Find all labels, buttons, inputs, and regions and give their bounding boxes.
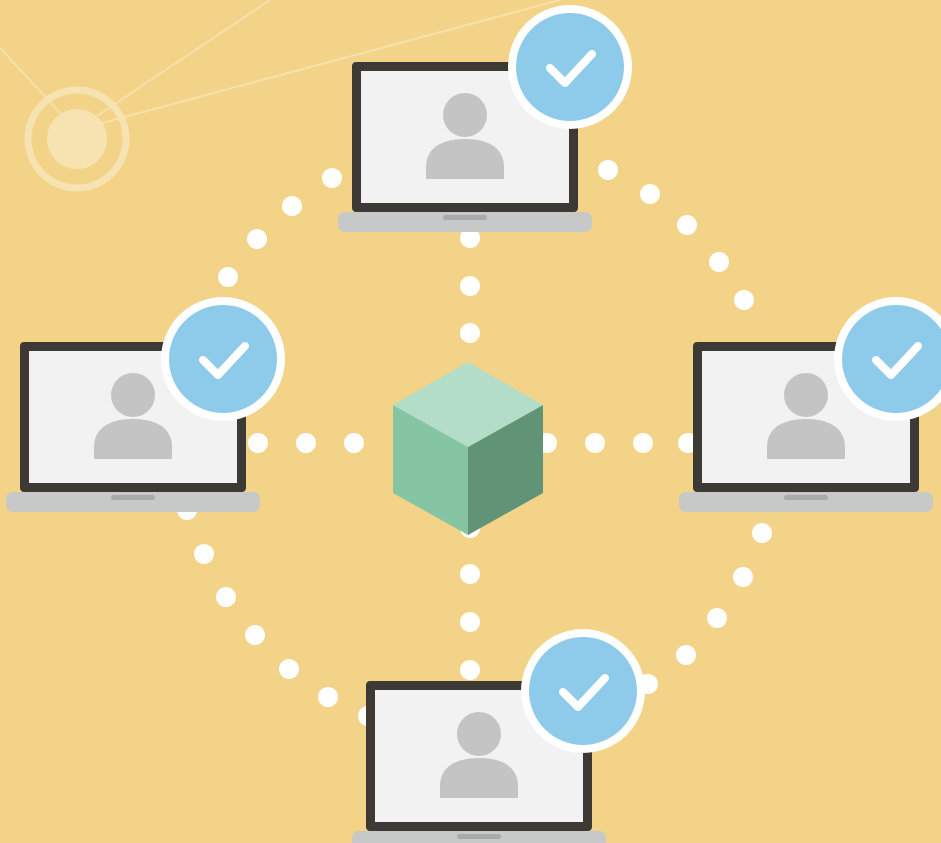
check-mark-icon bbox=[546, 50, 596, 87]
user-head bbox=[457, 712, 501, 756]
connection-dot bbox=[707, 608, 727, 628]
connection-dot bbox=[598, 160, 618, 180]
connection-dot bbox=[460, 228, 480, 248]
connection-dot bbox=[318, 687, 338, 707]
connection-dot bbox=[640, 184, 660, 204]
connection-dot bbox=[248, 433, 268, 453]
connection-dot bbox=[279, 659, 299, 679]
laptop-base bbox=[6, 492, 260, 512]
check-circle-icon bbox=[521, 629, 645, 753]
user-avatar-icon bbox=[426, 93, 504, 179]
connection-dot bbox=[460, 612, 480, 632]
connection-dot bbox=[460, 660, 480, 680]
laptop-notch bbox=[784, 495, 828, 500]
laptop-notch bbox=[443, 215, 487, 220]
check-badge-fill bbox=[842, 305, 941, 413]
connection-dot bbox=[322, 168, 342, 188]
user-body bbox=[426, 139, 504, 179]
laptop-notch bbox=[457, 834, 501, 839]
connection-dot bbox=[733, 567, 753, 587]
connection-dot bbox=[245, 625, 265, 645]
cube-left-face bbox=[393, 405, 468, 535]
laptop-notch bbox=[111, 495, 155, 500]
network-node-ring bbox=[24, 86, 130, 192]
connection-dot bbox=[216, 587, 236, 607]
connection-dot bbox=[194, 544, 214, 564]
check-badge-fill bbox=[169, 305, 277, 413]
connection-dot bbox=[709, 252, 729, 272]
user-head bbox=[443, 93, 487, 137]
cube-right-face bbox=[468, 405, 543, 535]
peer-laptop-right bbox=[679, 297, 941, 512]
user-body bbox=[767, 419, 845, 459]
check-badge-fill bbox=[516, 13, 624, 121]
connection-dot bbox=[585, 433, 605, 453]
connection-dot bbox=[460, 276, 480, 296]
user-avatar-icon bbox=[94, 373, 172, 459]
user-avatar-icon bbox=[767, 373, 845, 459]
check-circle-icon bbox=[834, 297, 941, 421]
cube-top-face bbox=[393, 362, 543, 447]
connection-dot bbox=[460, 564, 480, 584]
connection-dot bbox=[344, 433, 364, 453]
connection-dot bbox=[734, 290, 754, 310]
check-mark-icon bbox=[199, 342, 249, 379]
user-body bbox=[94, 419, 172, 459]
laptop-base bbox=[679, 492, 933, 512]
connection-dot bbox=[247, 229, 267, 249]
check-mark-icon bbox=[872, 342, 922, 379]
connection-dot bbox=[282, 196, 302, 216]
check-mark-icon bbox=[559, 674, 609, 711]
user-avatar-icon bbox=[440, 712, 518, 798]
connection-dot bbox=[752, 523, 772, 543]
network-node-icon bbox=[0, 0, 561, 192]
connection-dot bbox=[633, 433, 653, 453]
check-circle-icon bbox=[508, 5, 632, 129]
peer-laptop-top bbox=[338, 5, 632, 232]
connection-dot bbox=[676, 645, 696, 665]
peer-laptop-bottom bbox=[352, 629, 645, 843]
check-badge-fill bbox=[529, 637, 637, 745]
laptop-base bbox=[338, 212, 592, 232]
connection-dot bbox=[218, 267, 238, 287]
user-head bbox=[784, 373, 828, 417]
network-line bbox=[75, 0, 271, 131]
blockchain-cube-icon bbox=[393, 362, 543, 535]
connection-dot bbox=[296, 433, 316, 453]
connection-dot bbox=[460, 323, 480, 343]
user-body bbox=[440, 758, 518, 798]
user-head bbox=[111, 373, 155, 417]
check-circle-icon bbox=[161, 297, 285, 421]
peer-laptop-left bbox=[6, 297, 285, 512]
network-line bbox=[75, 0, 561, 131]
network-node-core bbox=[47, 109, 107, 169]
connection-dot bbox=[677, 215, 697, 235]
peer-laptops bbox=[6, 5, 941, 843]
